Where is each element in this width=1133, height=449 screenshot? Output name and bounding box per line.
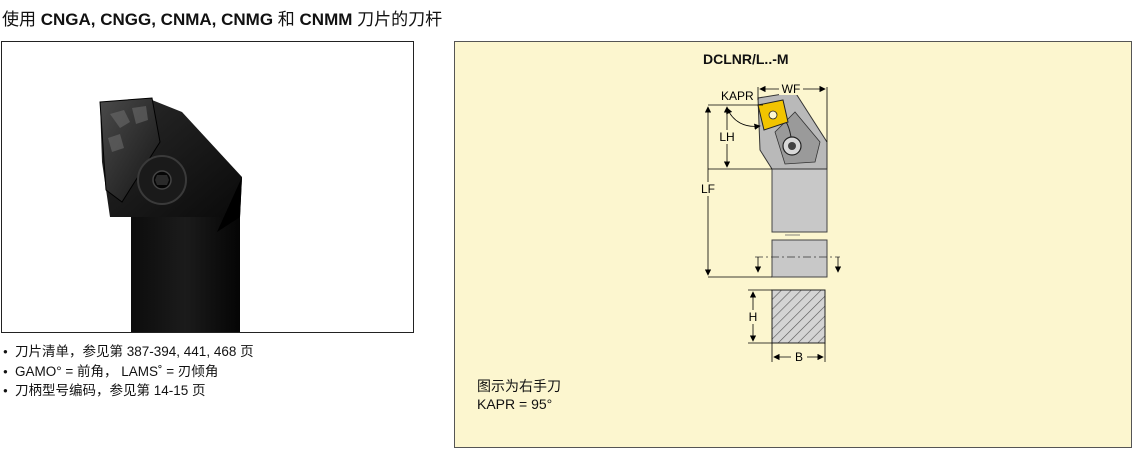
dimension-drawing: WF KAPR LH LF H B	[698, 82, 842, 364]
shank-shape	[131, 217, 240, 332]
label-b: B	[795, 350, 803, 364]
note-insert-reference: 刀片清单，参见第 387-394, 441, 468 页	[3, 342, 254, 362]
label-lf: LF	[701, 182, 715, 196]
shank-cross-section	[771, 289, 826, 344]
label-lh: LH	[719, 130, 734, 144]
title-insert-codes: CNGA, CNGG, CNMA, CNMG	[40, 10, 274, 29]
shank-lower-view	[771, 239, 828, 278]
page-title: 使用 CNGA, CNGG, CNMA, CNMG 和 CNMM 刀片的刀杆	[2, 5, 442, 30]
label-h: H	[749, 310, 758, 324]
diagram-title: DCLNR/L..-M	[703, 51, 789, 67]
caption-kapr-value: KAPR = 95°	[477, 396, 553, 412]
shank-upper-view	[771, 168, 828, 233]
notes-list: 刀片清单，参见第 387-394, 441, 468 页 GAMO° = 前角，…	[3, 342, 254, 401]
title-suffix: 刀片的刀杆	[352, 10, 443, 29]
label-kapr: KAPR	[721, 89, 754, 103]
note-angles: GAMO° = 前角， LAMS˚ = 刃倾角	[3, 362, 254, 382]
diagram-caption: 图示为右手刀 KAPR = 95°	[477, 377, 561, 413]
product-photo-frame	[1, 41, 414, 333]
note-code-reference: 刀柄型号编码，参见第 14-15 页	[3, 381, 254, 401]
tool-holder-image	[99, 97, 242, 332]
title-and: 和	[273, 10, 300, 29]
caption-right-hand: 图示为右手刀	[477, 378, 561, 394]
title-insert-code-cnmm: CNMM	[299, 10, 353, 29]
title-prefix: 使用	[2, 10, 41, 29]
label-wf: WF	[782, 82, 801, 96]
dimension-diagram-panel: DCLNR/L..-M	[454, 41, 1132, 448]
